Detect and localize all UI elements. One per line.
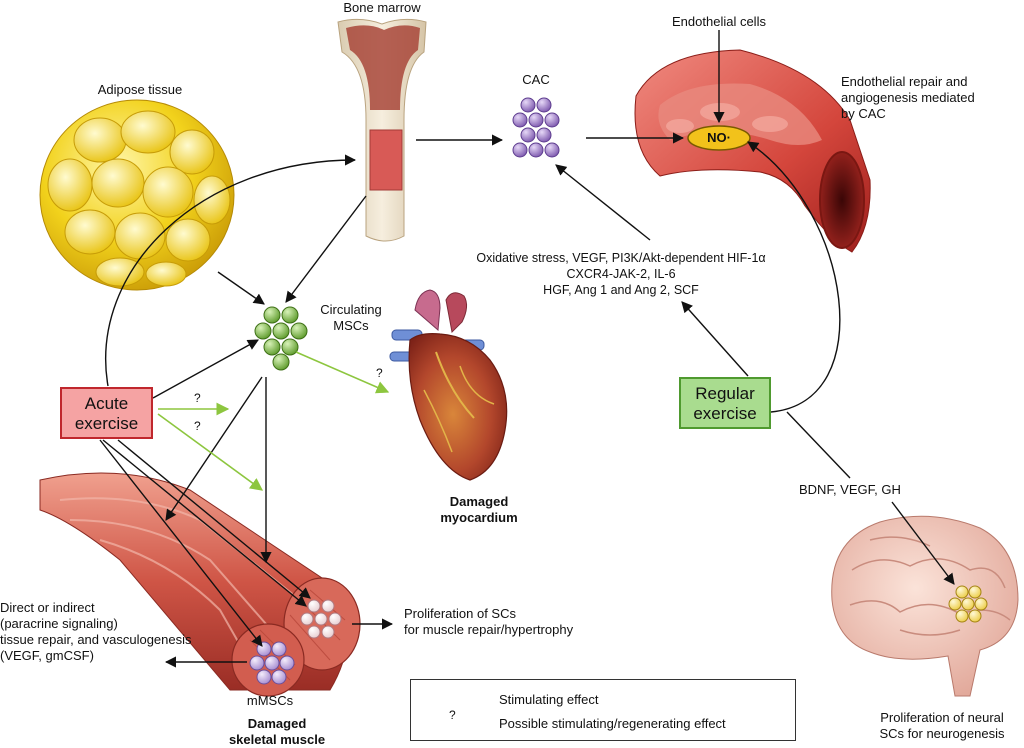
no-label: NO·: [707, 130, 731, 145]
bdnf-label: BDNF, VEGF, GH: [799, 482, 901, 497]
brain-illustration: [831, 515, 1019, 697]
adipose-tissue-illustration: [39, 99, 235, 291]
proliferation-sc-label: Proliferation of SCs for muscle repair/h…: [404, 606, 574, 637]
arrow-acute-to-mscs: [152, 339, 259, 399]
arrow-mscs-to-muscle-left: [165, 376, 263, 521]
bone-marrow-label: Bone marrow: [343, 0, 421, 15]
endothelial-repair-label: Endothelial repair and angiogenesis medi…: [841, 74, 975, 121]
damaged-myocardium-label: Damaged myocardium: [440, 494, 518, 525]
mmscs-label: mMSCs: [246, 693, 294, 708]
circulating-mscs-label: Circulating MSCs: [320, 302, 382, 333]
regular-exercise-box: Regular exercise: [679, 377, 771, 429]
proliferation-neural-label: Proliferation of neural SCs for neurogen…: [879, 710, 1005, 741]
arrow-acute-to-mmsc: [99, 439, 263, 647]
mmsc-cell-cluster: [249, 641, 295, 685]
question-mark-heart: ?: [376, 366, 383, 380]
nitric-oxide-marker: [687, 125, 751, 151]
direct-indirect-label: Direct or indirect (paracrine signaling)…: [0, 600, 192, 663]
arrow-regular-to-factors: [681, 301, 749, 377]
arrow-adipose-to-mscs: [217, 271, 265, 305]
line-regular-to-bdnf: [786, 411, 851, 479]
arrow-bdnf-to-neural: [891, 501, 955, 585]
green-arrow-acute-to-muscle: [157, 413, 264, 491]
adipose-tissue-label: Adipose tissue: [97, 82, 183, 97]
legend-possible-label: Possible stimulating/regenerating effect: [499, 716, 726, 731]
arrow-bone-marrow-to-mscs: [285, 195, 367, 303]
endothelial-cells-label: Endothelial cells: [672, 14, 766, 29]
legend-stimulating-label: Stimulating effect: [499, 692, 599, 707]
arrow-acute-to-sc-a: [102, 439, 307, 607]
neural-cell-cluster: [948, 585, 988, 623]
green-arrow-mscs-to-heart: [295, 351, 390, 394]
blood-vessel-illustration: [634, 49, 871, 253]
msc-cell-cluster: [254, 306, 308, 371]
arrow-acute-to-bone-marrow: [105, 154, 357, 387]
satellite-cell-cluster: [300, 599, 342, 639]
legend: Stimulating effect ? Possible stimulatin…: [410, 679, 796, 741]
arrow-acute-to-sc-b: [117, 439, 311, 599]
cac-label: CAC: [522, 72, 550, 87]
acute-exercise-box: Acute exercise: [60, 387, 153, 439]
cac-cell-cluster: [512, 97, 560, 158]
legend-question-mark: ?: [449, 708, 456, 722]
factors-label: Oxidative stress, VEGF, PI3K/Akt-depende…: [476, 251, 766, 297]
question-mark-acute-mscs: ?: [194, 391, 201, 405]
bone-marrow-illustration: [337, 18, 427, 242]
heart-illustration: [389, 289, 508, 481]
question-mark-acute-muscle: ?: [194, 419, 201, 433]
arrow-factors-to-cac: [555, 164, 651, 241]
arrow-regular-to-no: [747, 141, 841, 413]
damaged-skeletal-muscle-label: Damaged skeletal muscle: [228, 716, 326, 747]
